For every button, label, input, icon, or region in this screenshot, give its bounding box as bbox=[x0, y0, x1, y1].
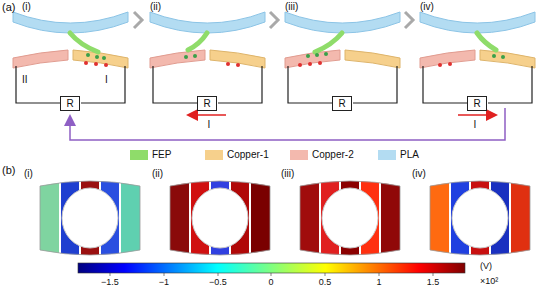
panel-label: (b) bbox=[2, 164, 15, 176]
resistor-symbol: R bbox=[197, 96, 216, 111]
stage-label: (iii) bbox=[281, 168, 294, 179]
stage-label: (ii) bbox=[150, 1, 161, 12]
teng-stage bbox=[150, 12, 265, 115]
tick-label: 1.5 bbox=[427, 278, 440, 288]
electrode-label: I bbox=[105, 74, 108, 85]
colorbar bbox=[78, 263, 465, 273]
unit-label: (V) bbox=[480, 262, 492, 272]
tick-label: −0.5 bbox=[209, 278, 227, 288]
electrode-label: II bbox=[22, 74, 28, 85]
resistor-symbol: R bbox=[60, 96, 79, 111]
current-label: I bbox=[208, 119, 211, 130]
legend-label: Copper-1 bbox=[227, 149, 269, 160]
teng-stage bbox=[13, 12, 128, 103]
tick-label: 0.5 bbox=[319, 278, 332, 288]
resistor-label: R bbox=[203, 98, 210, 109]
colorbar-ticks bbox=[110, 273, 433, 276]
tick-label: −1.5 bbox=[101, 278, 119, 288]
stage-label: (i) bbox=[24, 168, 33, 179]
legend-label: Copper-2 bbox=[312, 149, 354, 160]
teng-stage bbox=[420, 12, 535, 115]
legend-swatch bbox=[378, 150, 396, 160]
resistor-label: R bbox=[473, 98, 480, 109]
tick-label: −1 bbox=[159, 278, 169, 288]
resistor-symbol: R bbox=[467, 96, 486, 111]
legend-label: PLA bbox=[400, 149, 419, 160]
stage-label: (iv) bbox=[412, 168, 426, 179]
resistor-label: R bbox=[66, 98, 73, 109]
legend-swatch bbox=[205, 150, 223, 160]
legend-swatch bbox=[290, 150, 308, 160]
potential-cylinder bbox=[425, 178, 535, 268]
tick-label: 1 bbox=[376, 278, 381, 288]
potential-cylinder bbox=[295, 178, 405, 268]
current-label: I bbox=[474, 119, 477, 130]
cycle-arrow bbox=[70, 108, 505, 140]
resistor-symbol: R bbox=[332, 96, 351, 111]
scale-label: ×10² bbox=[480, 277, 498, 287]
stage-label: (iii) bbox=[285, 1, 298, 12]
tick-label: 0 bbox=[268, 278, 273, 288]
potential-cylinder bbox=[35, 178, 145, 268]
legend-label: FEP bbox=[152, 149, 171, 160]
panel-label: (a) bbox=[2, 1, 15, 13]
stage-label: (i) bbox=[22, 1, 31, 12]
teng-stage bbox=[285, 12, 400, 103]
potential-cylinder bbox=[165, 178, 275, 268]
resistor-label: R bbox=[338, 98, 345, 109]
legend-swatch bbox=[130, 150, 148, 160]
stage-label: (iv) bbox=[420, 1, 434, 12]
stage-label: (ii) bbox=[152, 168, 163, 179]
